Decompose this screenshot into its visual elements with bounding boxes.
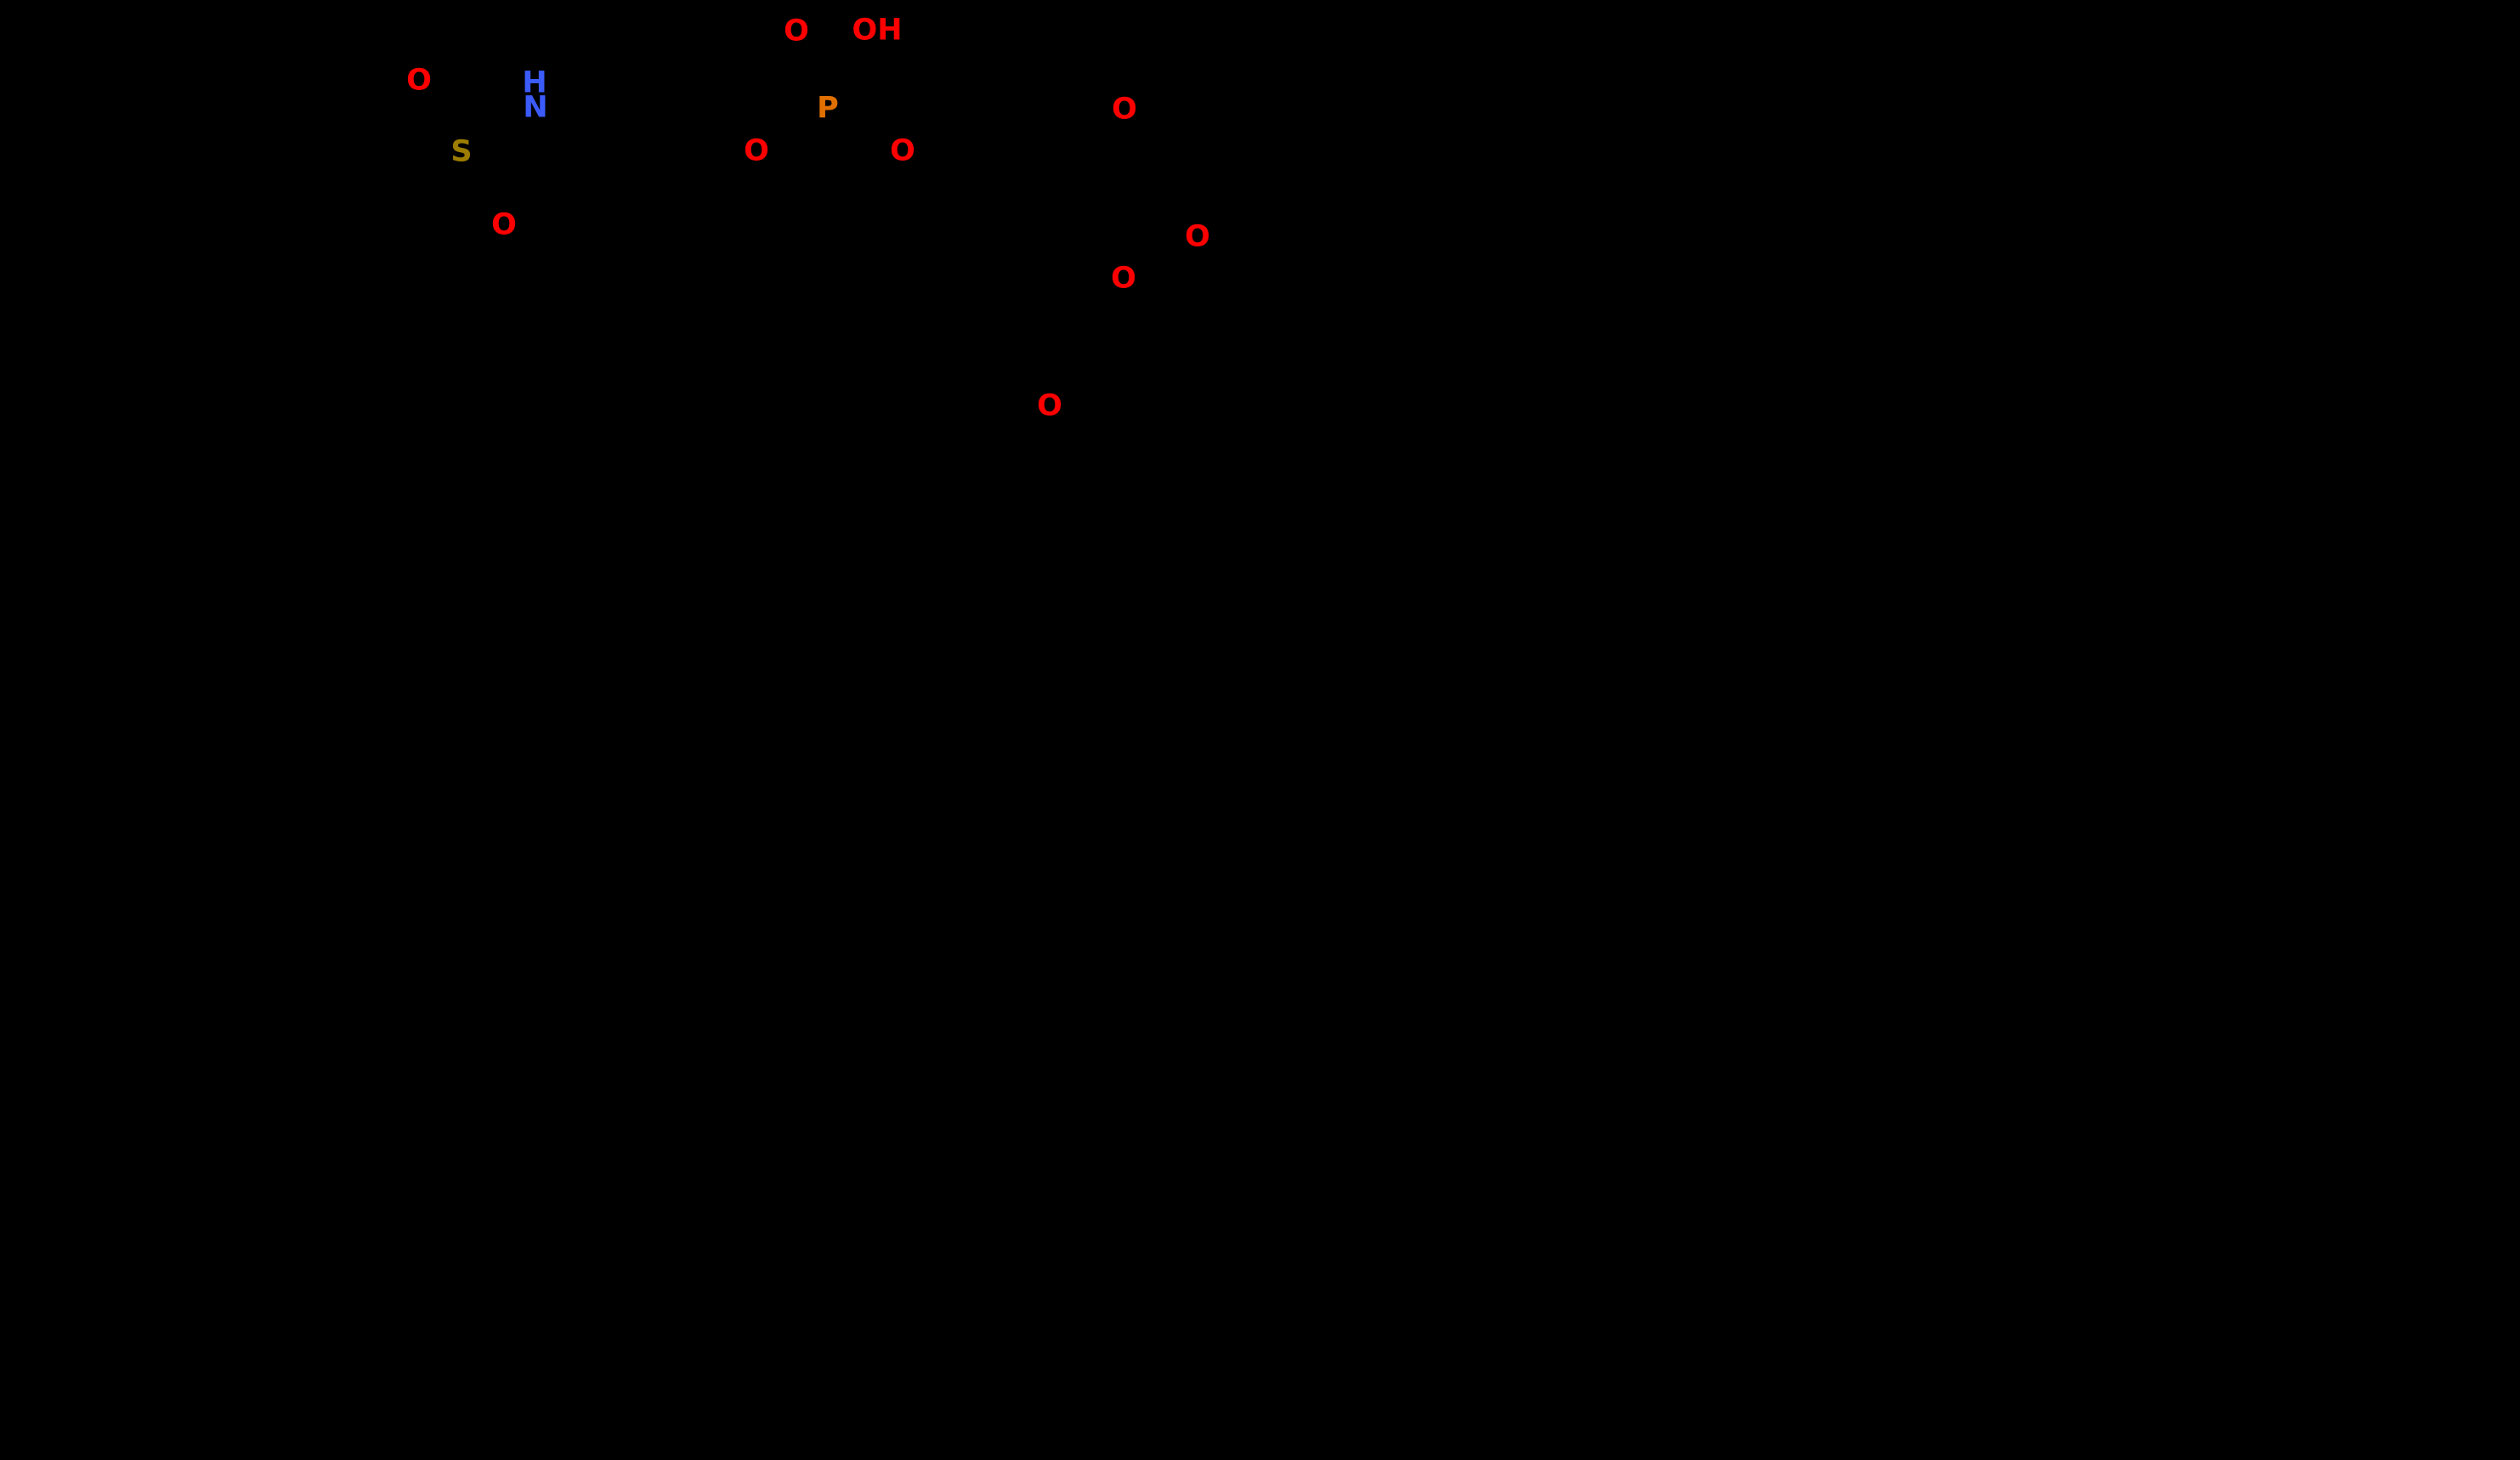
atom-label-S-1: S (450, 134, 473, 169)
atom-label-O-4: O (491, 207, 517, 242)
atom-label-N-3: N (523, 90, 548, 125)
atom-label-O-8: O (744, 133, 769, 168)
atom-label-O-9: O (890, 133, 915, 168)
atom-label-O-6: OH (852, 13, 903, 48)
atom-label-H-2: H (522, 65, 547, 100)
atom-label-P-7: P (817, 91, 839, 126)
atom-label-O-13: O (1037, 388, 1062, 423)
atom-label-O-12: O (1111, 261, 1136, 296)
atom-label-O-5: O (784, 14, 809, 48)
atom-label-O-10: O (1112, 92, 1137, 127)
atom-label-O-0: O (406, 63, 432, 98)
atom-label-O-11: O (1185, 219, 1210, 254)
